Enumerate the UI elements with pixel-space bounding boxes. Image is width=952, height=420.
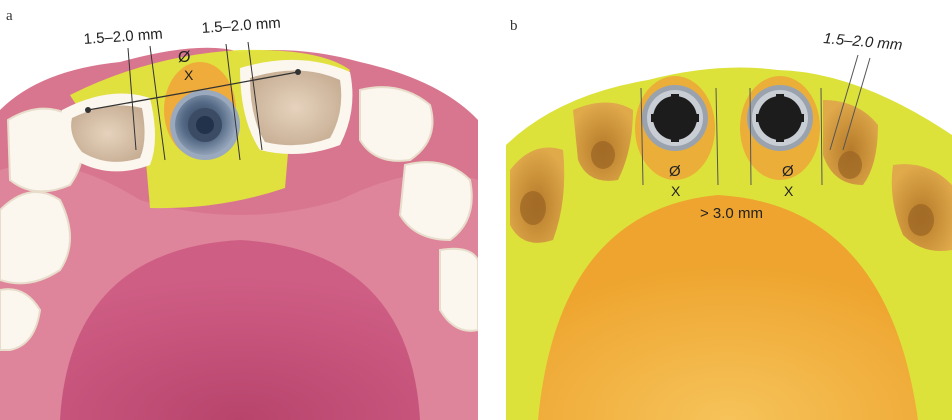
panel-a: a 1.5–2.0 mm 1.5–2.0 mm Ø X: [0, 0, 478, 420]
panel-a-illustration: a 1.5–2.0 mm 1.5–2.0 mm Ø X: [0, 0, 478, 420]
left-x-label: X: [671, 183, 681, 199]
panel-b: b 1.5–2.0 mm > 3.0 mm Ø X Ø X: [478, 0, 952, 420]
panel-a-letter: a: [6, 8, 13, 24]
right-o-label: Ø: [782, 163, 794, 180]
left-o-label: Ø: [669, 163, 681, 180]
implant-left: [642, 85, 708, 151]
implant-right: [747, 85, 813, 151]
panel-b-letter: b: [510, 18, 518, 34]
implant-a: [170, 90, 240, 160]
panel-b-illustration: b 1.5–2.0 mm > 3.0 mm Ø X Ø X: [478, 0, 952, 420]
dim-center-label: > 3.0 mm: [700, 205, 763, 222]
right-x-label: X: [784, 183, 794, 199]
symbol-o-label: Ø: [178, 49, 190, 66]
symbol-x-label: X: [184, 67, 194, 83]
